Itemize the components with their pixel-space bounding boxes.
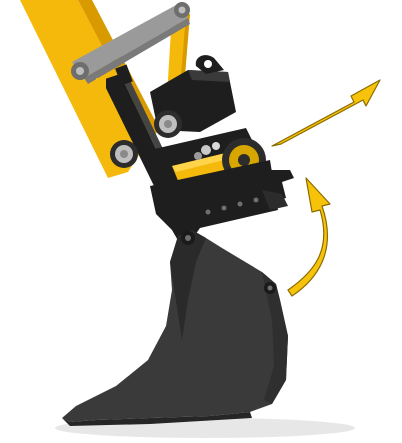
bucket: [62, 230, 288, 426]
arrow-curve-up-icon: [288, 178, 330, 296]
arrow-up-right-icon: [272, 80, 380, 146]
